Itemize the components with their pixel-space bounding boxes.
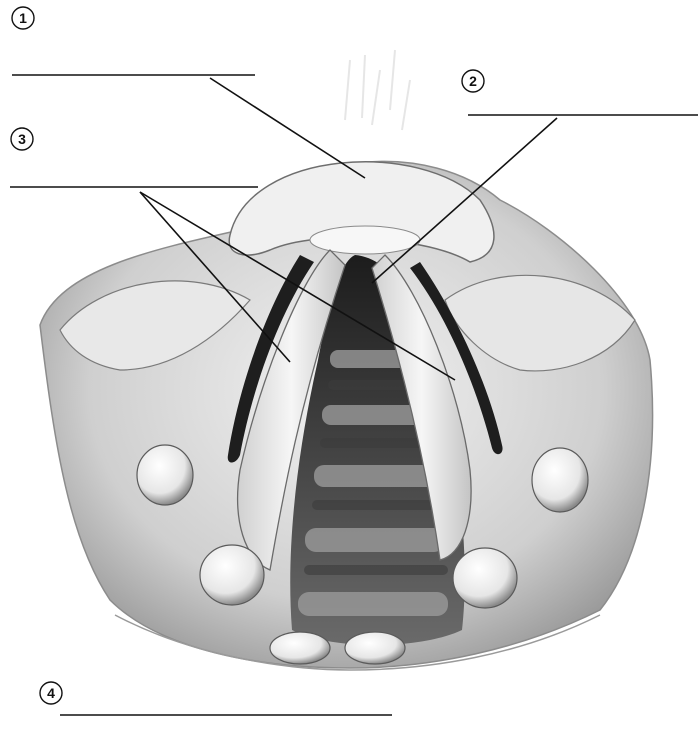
label-number-1: 1 [19, 10, 27, 26]
label-number-4: 4 [47, 685, 55, 701]
label-1: 1 [12, 7, 34, 29]
leader-line-1 [210, 78, 365, 178]
label-number-3: 3 [18, 131, 26, 147]
background-strokes [345, 50, 410, 130]
label-2: 2 [462, 70, 484, 92]
label-3: 3 [11, 128, 33, 150]
epiglottic-tubercle [310, 226, 420, 254]
label-4: 4 [40, 682, 62, 704]
label-number-2: 2 [469, 73, 477, 89]
